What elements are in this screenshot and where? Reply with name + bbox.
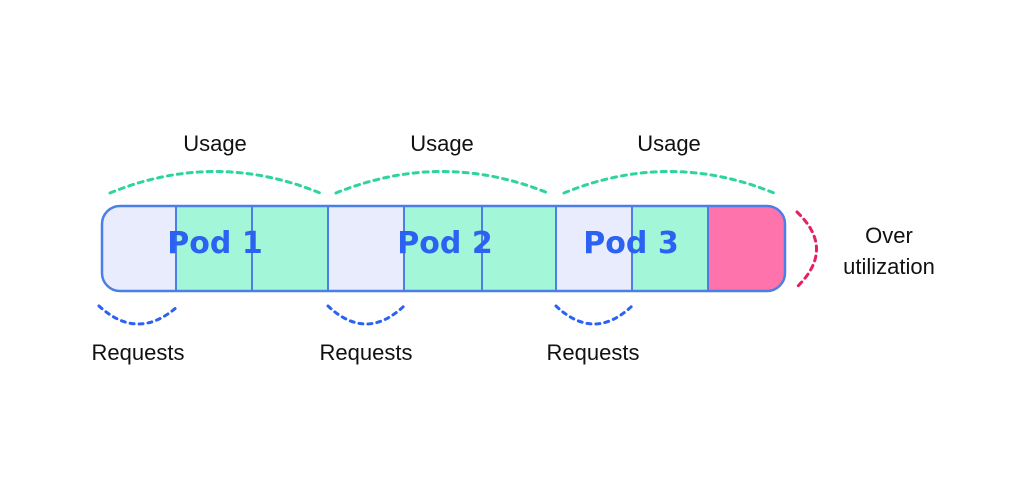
pod2-requests-brace [326, 304, 406, 326]
over-utilization-label-line2: utilization [843, 254, 935, 279]
pod3-requests-brace [554, 304, 634, 326]
pod1-requests-segment [102, 206, 176, 291]
pod2-requests-label: Requests [319, 340, 413, 365]
over-utilization-segment [708, 206, 785, 291]
over-utilization-label-line1: Over [865, 223, 913, 248]
pod2-usage-segment-2 [482, 206, 556, 291]
resource-bar-outline [100, 204, 787, 293]
usage-braces [108, 170, 776, 195]
segment-dividers [175, 206, 709, 291]
pod3-usage-label: Usage [637, 131, 701, 156]
over-utilization-brace [795, 210, 818, 289]
pod3-requests-segment [556, 206, 632, 291]
pod1-requests-brace [97, 304, 180, 326]
pod2-usage-segment-1 [404, 206, 482, 291]
pod1-usage-segment-1 [176, 206, 252, 291]
pod1-label: Pod 1 [167, 226, 263, 261]
pod1-requests-label: Requests [91, 340, 185, 365]
pod2-label: Pod 2 [397, 226, 493, 261]
pod1-usage-label: Usage [183, 131, 247, 156]
pod3-label: Pod 3 [583, 226, 679, 261]
pod2-requests-segment [328, 206, 404, 291]
pod1-usage-brace [108, 170, 322, 195]
pod2-usage-label: Usage [410, 131, 474, 156]
pod2-usage-brace [334, 170, 550, 195]
resource-bar [102, 206, 785, 291]
pod1-usage-segment-2 [252, 206, 328, 291]
requests-braces [97, 304, 634, 326]
pod3-requests-label: Requests [546, 340, 640, 365]
pod3-usage-segment [632, 206, 708, 291]
pod3-usage-brace [562, 170, 776, 195]
